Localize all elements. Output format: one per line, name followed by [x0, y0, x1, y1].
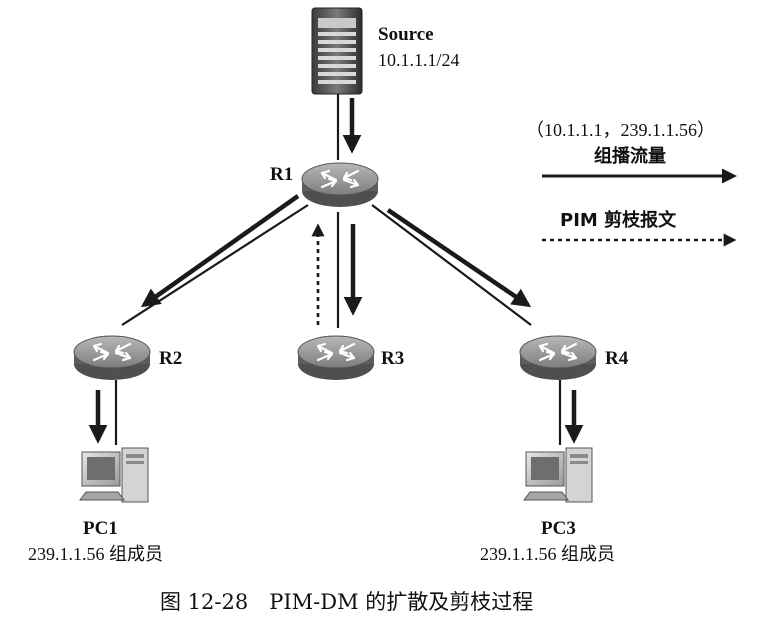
router-r3-label: R3 [381, 348, 404, 369]
link-r1-r2 [121, 204, 309, 326]
router-icon [296, 334, 376, 382]
legend-prune-label: PIM 剪枝报文 [560, 209, 677, 231]
pc1-role: 239.1.1.56 组成员 [28, 544, 163, 564]
pc1: PC1 239.1.1.56 组成员 [28, 447, 163, 564]
pc3: PC3 239.1.1.56 组成员 [480, 447, 615, 564]
router-r1-label: R1 [270, 164, 293, 185]
figure-caption: 图 12-28 PIM-DM 的扩散及剪枝过程 [160, 590, 533, 614]
pc3-name: PC3 [541, 518, 576, 539]
legend-flow-group: （10.1.1.1，239.1.1.56） [526, 120, 715, 140]
legend: （10.1.1.1，239.1.1.56） 组播流量 PIM 剪枝报文 [526, 120, 737, 247]
server-icon [311, 7, 363, 95]
legend-flow-label: 组播流量 [594, 145, 666, 167]
router-r2-label: R2 [159, 348, 182, 369]
router-icon [300, 161, 380, 209]
source-label: Source [378, 24, 434, 45]
router-r2: R2 [72, 334, 182, 382]
pc-icon [79, 447, 149, 503]
source-address: 10.1.1.1/24 [378, 50, 460, 70]
pc3-role: 239.1.1.56 组成员 [480, 544, 615, 564]
router-r4: R4 [518, 334, 629, 382]
router-icon [72, 334, 152, 382]
router-r4-label: R4 [605, 348, 629, 369]
links [114, 93, 562, 445]
flow-arrows [88, 98, 584, 444]
link-r1-r4 [371, 204, 532, 326]
router-icon [518, 334, 598, 382]
pc1-name: PC1 [83, 518, 118, 539]
pc-icon [523, 447, 593, 503]
router-r3: R3 [296, 334, 404, 382]
flow-arrow-r1-r4 [386, 208, 532, 308]
flow-arrow-r1-r2 [140, 194, 300, 308]
router-r1: R1 [270, 161, 380, 209]
